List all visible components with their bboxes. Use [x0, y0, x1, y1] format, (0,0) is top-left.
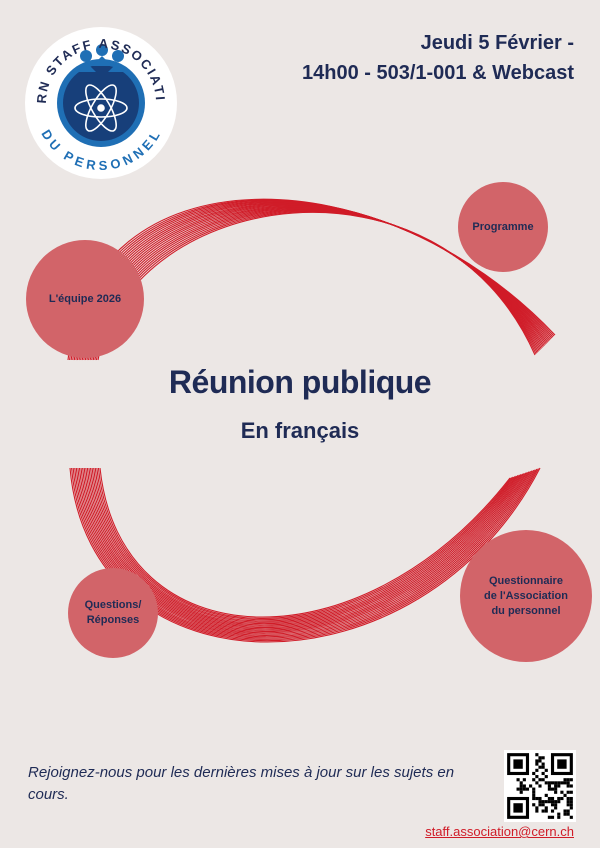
wave-line [74, 467, 536, 639]
bubble-questions-line: Réponses [86, 614, 140, 626]
bubble-questions: Questions/ Réponses [68, 568, 158, 658]
wave-line [82, 467, 528, 633]
qr-code-icon[interactable] [504, 750, 576, 822]
bubble-questionnaire-line: de l'Association [484, 589, 568, 602]
wave-line [89, 467, 520, 626]
bubble-equipe-label: L'équipe 2026 [48, 292, 122, 305]
bubble-programme-label: Programme [472, 220, 534, 233]
bubble-programme: Programme [458, 182, 548, 272]
page-subtitle: En français [240, 418, 360, 443]
email-link[interactable]: staff.association@cern.ch [425, 824, 574, 839]
wave-line [83, 467, 527, 631]
wave-line [97, 467, 513, 619]
atom-with-people-icon [74, 84, 128, 132]
wave-line [85, 467, 525, 630]
wave-line [72, 467, 538, 640]
wave-line [86, 467, 524, 629]
bubble-questionnaire-line: Questionnaire [489, 574, 563, 587]
wave-line [93, 467, 517, 623]
page-title: Réunion publique [168, 364, 432, 400]
wave-line [80, 467, 530, 634]
footer-text: Rejoignez-nous pour les dernières mises … [28, 764, 455, 803]
wave-line [78, 467, 531, 635]
wave-line [99, 467, 511, 618]
wave-line [96, 467, 514, 621]
event-date: Jeudi 5 Février - [420, 32, 574, 54]
bubble-questions-line: Questions/ [84, 599, 142, 611]
staff-association-logo: CERN STAFF ASSOCIATION DU PERSONNEL [18, 14, 178, 180]
bubble-questionnaire-line: du personnel [491, 604, 561, 617]
wave-line [94, 467, 516, 622]
wave-line [91, 467, 519, 625]
bubble-equipe: L'équipe 2026 [26, 240, 144, 358]
wave-line [75, 467, 535, 638]
wave-line [88, 467, 522, 627]
bubble-questionnaire: Questionnaire de l'Association du person… [460, 530, 592, 662]
event-info: Jeudi 5 Février - 14h00 - 503/1-001 & We… [214, 28, 574, 88]
event-place: 14h00 - 503/1-001 & Webcast [301, 62, 574, 84]
wave-line [77, 467, 533, 636]
